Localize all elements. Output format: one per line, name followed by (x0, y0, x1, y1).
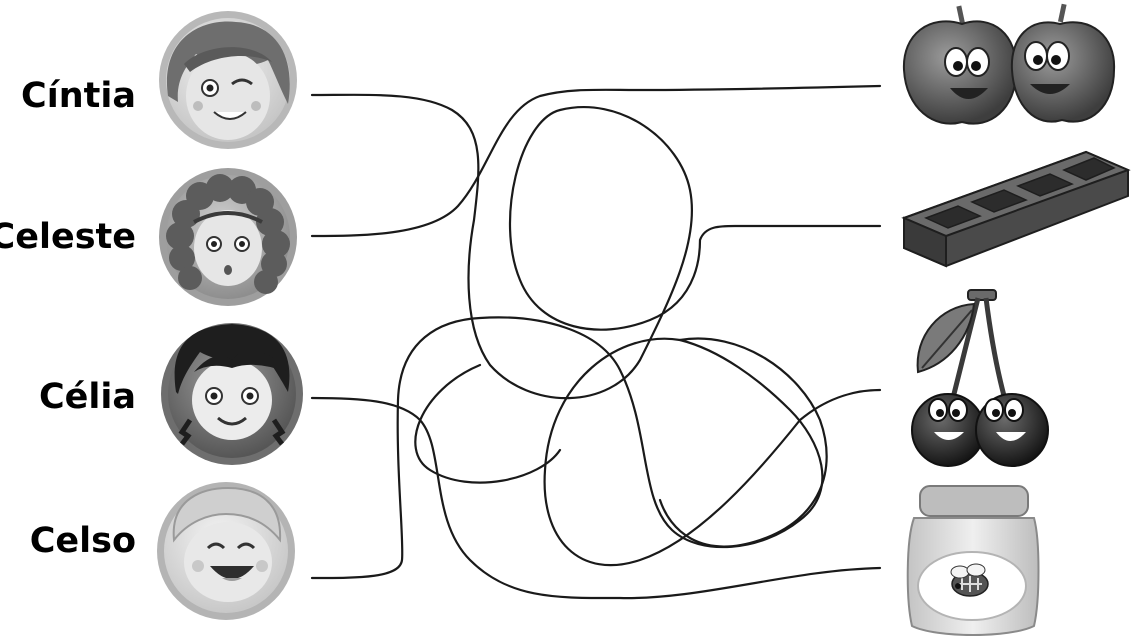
avatar-celso (157, 482, 295, 620)
honey-jar-icon (908, 486, 1039, 635)
avatar-cintia (159, 11, 297, 149)
apples-icon (904, 4, 1114, 124)
cherries-icon (912, 290, 1048, 466)
line-celso (312, 317, 880, 578)
line-cintia (312, 95, 880, 398)
avatar-celeste (159, 168, 297, 306)
connection-lines (312, 86, 880, 598)
chocolate-bar-icon (904, 152, 1128, 266)
avatar-celia (161, 323, 303, 465)
